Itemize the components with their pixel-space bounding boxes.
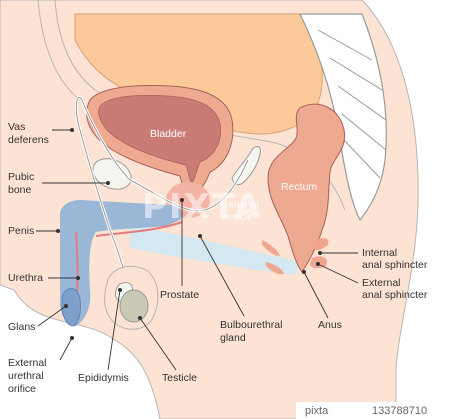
label-internal-anal-sphincter-2: anal sphincter: [362, 259, 428, 271]
dot-penis: [56, 229, 60, 233]
credit-id: 133788710: [372, 405, 427, 417]
label-external-urethral-orifice-2: urethral: [8, 370, 44, 382]
label-internal-anal-sphincter-1: Internal: [362, 247, 397, 259]
label-bulbourethral-gland-2: gland: [220, 332, 246, 344]
label-vas-deferens-2: deferens: [8, 134, 49, 146]
leader-epididymis: [107, 289, 121, 371]
penis-body: [60, 200, 182, 327]
label-seminal-vesicle-2: vesicle: [221, 211, 253, 223]
testicle-shape: [119, 289, 149, 323]
label-bladder: Bladder: [150, 128, 187, 140]
bladder-lumen: [98, 94, 221, 185]
credit-brand: pixta: [305, 405, 329, 417]
label-vas-deferens-1: Vas: [8, 121, 25, 133]
left-sphincter-b: [266, 262, 284, 275]
label-rectum: Rectum: [281, 181, 317, 193]
dot-urethra: [76, 276, 80, 280]
leader-external-anal-sphincter: [317, 263, 359, 284]
dot-anus: [302, 270, 306, 274]
label-external-anal-sphincter-1: External: [362, 277, 401, 289]
leader-glans: [37, 305, 67, 327]
dot-prostate: [180, 198, 184, 202]
label-external-anal-sphincter-2: anal sphincter: [362, 289, 428, 301]
abdominal-wall: [37, 0, 81, 101]
dot-external-anal-sphincter: [316, 262, 320, 266]
label-glans: Glans: [8, 321, 35, 333]
dot-testicle: [138, 316, 142, 320]
label-prostate: Prostate: [160, 289, 199, 301]
label-pubic-bone-2: bone: [8, 184, 32, 196]
dot-pubic-bone: [106, 181, 110, 185]
dot-internal-anal-sphincter: [318, 251, 322, 255]
vas-deferens-outline: [75, 97, 249, 286]
label-penis: Penis: [8, 225, 34, 237]
watermark: PIXTA: [142, 187, 263, 227]
label-pubic-bone-1: Pubic: [8, 171, 34, 183]
label-external-urethral-orifice-1: External: [8, 357, 47, 369]
dot-epididymis: [118, 288, 122, 292]
intestine: [74, 13, 323, 135]
label-external-urethral-orifice-3: orifice: [8, 383, 36, 395]
dot-external-urethral-orifice: [70, 336, 74, 340]
dot-bulbourethral-gland: [198, 234, 202, 238]
pelvic-floor: [130, 225, 300, 275]
leader-bulbourethral-gland: [199, 235, 245, 317]
pubic-bone-shape: [92, 158, 132, 190]
label-bulbourethral-gland-1: Bulbourethral: [220, 319, 282, 331]
label-testicle: Testicle: [162, 372, 197, 384]
label-epididymis: Epididymis: [78, 372, 129, 384]
glans-shape: [61, 288, 81, 327]
sacrum: [299, 13, 387, 222]
credit-bar: [296, 402, 450, 419]
dot-vas-deferens: [70, 128, 74, 132]
leader-testicle: [139, 317, 177, 371]
internal-sphincter: [314, 237, 329, 251]
label-seminal-vesicle-1: Seminal: [221, 199, 259, 211]
sacrum-segments: [317, 29, 387, 179]
left-sphincter-a: [262, 240, 280, 256]
label-anus: Anus: [318, 319, 342, 331]
leader-external-urethral-orifice: [59, 337, 73, 361]
leader-anus: [303, 271, 329, 319]
label-urethra: Urethra: [8, 272, 43, 284]
dot-glans: [64, 304, 68, 308]
